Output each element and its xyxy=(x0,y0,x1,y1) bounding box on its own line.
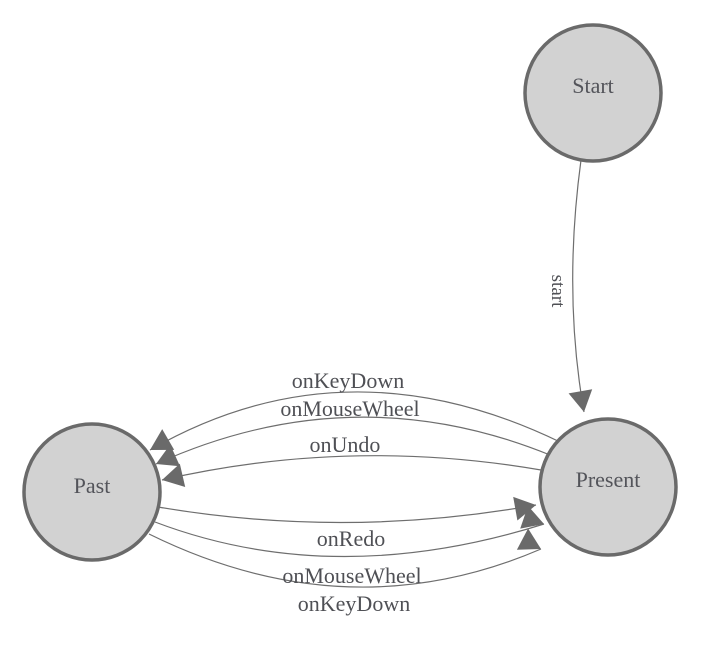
arrowhead-icon xyxy=(568,389,593,412)
edge-label-start: start xyxy=(547,275,568,308)
arrowhead-icon xyxy=(513,496,536,521)
arrowhead-icon xyxy=(162,463,186,487)
edge-present-to-past-onkeydown xyxy=(149,391,561,451)
arrowhead-icon xyxy=(520,505,544,529)
state-node-past: Past xyxy=(22,422,162,562)
edge-label-onkeydown-bottom: onKeyDown xyxy=(298,591,410,616)
arrowhead-icon xyxy=(516,528,541,550)
edge-label-onkeydown-top: onKeyDown xyxy=(292,368,404,393)
edge-past-to-present-onmousewheel xyxy=(154,521,545,558)
node-label-past: Past xyxy=(74,473,111,498)
state-node-start: Start xyxy=(523,23,663,163)
edge-past-to-present-onredo xyxy=(157,504,537,524)
edge-label-onundo: onUndo xyxy=(310,432,381,457)
edge-present-to-past-onmousewheel xyxy=(155,416,551,465)
node-label-present: Present xyxy=(576,467,641,492)
edge-present-to-past-onundo xyxy=(161,455,542,481)
arrowhead-icon xyxy=(156,444,180,467)
state-circle-start xyxy=(523,23,663,163)
edge-label-onmousewheel-bottom: onMouseWheel xyxy=(282,563,421,588)
state-circle-present xyxy=(538,417,678,557)
node-label-start: Start xyxy=(572,73,614,98)
state-circle-past xyxy=(22,422,162,562)
state-node-present: Present xyxy=(538,417,678,557)
edge-label-onredo: onRedo xyxy=(317,526,385,551)
edge-label-onmousewheel-top: onMouseWheel xyxy=(280,396,419,421)
edge-past-to-present-onkeydown xyxy=(148,533,542,588)
edge-start-to-present xyxy=(572,159,585,413)
arrowhead-icon xyxy=(150,429,175,450)
